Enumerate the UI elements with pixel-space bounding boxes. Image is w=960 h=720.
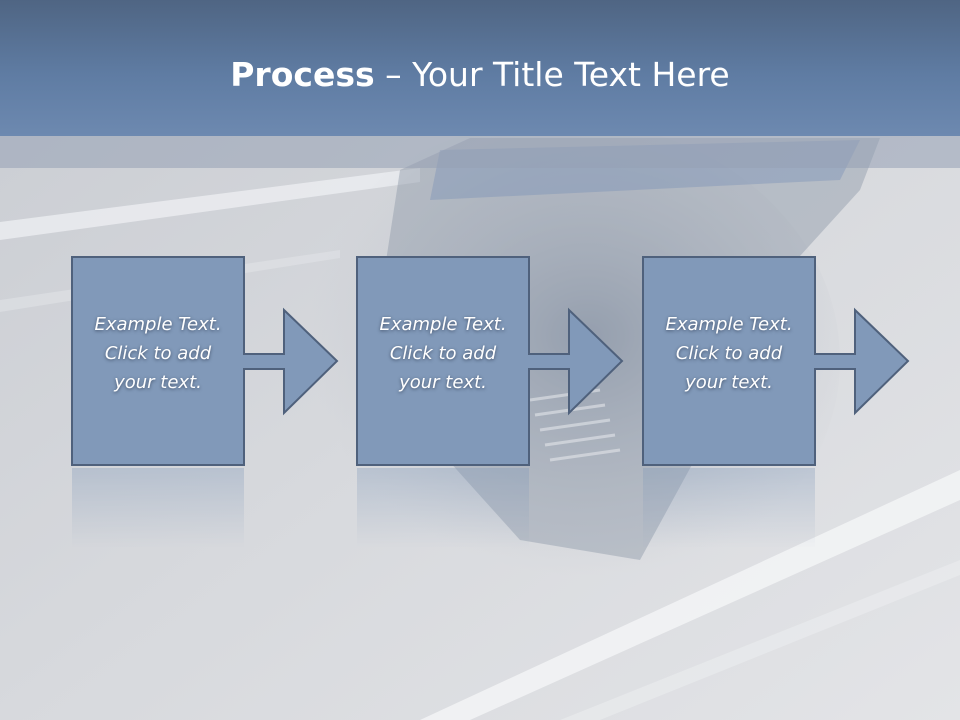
step-text-line: Example Text. [94, 314, 222, 335]
title-band [0, 136, 960, 168]
process-step-reflection [643, 468, 815, 548]
step-text-line: Click to add [675, 343, 783, 364]
step-text-line: your text. [399, 372, 487, 393]
process-step-text[interactable]: Example Text. Click to add your text. [644, 310, 814, 397]
process-step-text[interactable]: Example Text. Click to add your text. [358, 310, 528, 397]
title-bar [0, 0, 960, 136]
process-step-text[interactable]: Example Text. Click to add your text. [73, 310, 243, 397]
process-step-1[interactable]: Example Text. Click to add your text. [71, 256, 343, 548]
step-text-line: your text. [685, 372, 773, 393]
process-arrow-box [71, 256, 339, 466]
title-rest: Your Title Text Here [412, 55, 730, 94]
title-bold: Process [230, 55, 375, 94]
process-step-reflection [72, 468, 244, 548]
step-text-line: Click to add [104, 343, 212, 364]
step-text-line: Example Text. [665, 314, 793, 335]
process-arrow-box [356, 256, 624, 466]
process-step-2[interactable]: Example Text. Click to add your text. [356, 256, 628, 548]
process-step-reflection [357, 468, 529, 548]
title-dash: – [374, 55, 413, 94]
process-step-3[interactable]: Example Text. Click to add your text. [642, 256, 914, 548]
step-text-line: your text. [114, 372, 202, 393]
step-text-line: Example Text. [379, 314, 507, 335]
slide-title[interactable]: Process – Your Title Text Here [0, 50, 960, 100]
process-arrow-box [642, 256, 910, 466]
step-text-line: Click to add [389, 343, 497, 364]
